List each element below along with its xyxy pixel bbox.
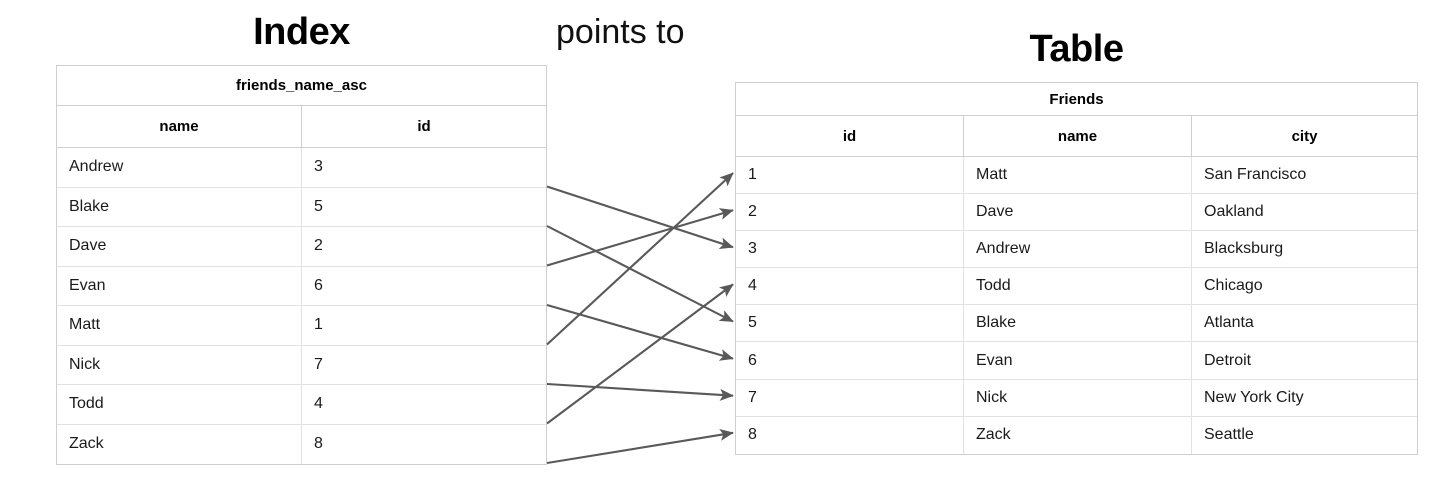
index-row: Blake 5 [57, 187, 546, 227]
friends-cell-city: Seattle [1204, 426, 1254, 444]
index-cell-id: 2 [314, 237, 323, 255]
friends-cell-city: Blacksburg [1204, 240, 1284, 258]
index-row: Dave 2 [57, 227, 546, 267]
friends-cell-name: Zack [964, 416, 1192, 454]
index-cell-id: 1 [314, 316, 323, 334]
friends-cell-id: 1 [736, 157, 964, 194]
friends-caption-text: Friends [1049, 90, 1104, 108]
index-row: Nick 7 [57, 345, 546, 385]
table-heading: Table [1029, 28, 1124, 70]
index-cell-name: Matt [57, 306, 302, 345]
friends-cell-name: Blake [964, 305, 1192, 342]
index-header-id: id [417, 118, 431, 135]
friends-cell-name: Andrew [964, 231, 1192, 268]
index-header-name: name [57, 106, 302, 147]
friends-cell-city: San Francisco [1204, 166, 1307, 184]
pointer-arrow-matt [546, 172, 734, 346]
friends-header-row: id name city [736, 116, 1417, 157]
friends-header-name: name [964, 116, 1192, 156]
friends-cell-city: Oakland [1204, 203, 1264, 221]
index-row: Zack 8 [57, 424, 546, 464]
pointer-arrow-dave [546, 208, 734, 267]
index-row: Matt 1 [57, 306, 546, 346]
index-caption-text: friends_name_asc [236, 77, 367, 94]
index-cell-name: Dave [57, 227, 302, 266]
index-cell-name: Todd [57, 385, 302, 424]
index-header-row: name id [57, 106, 546, 148]
index-cell-id: 8 [314, 435, 323, 453]
friends-cell-id: 6 [736, 342, 964, 379]
friends-cell-city: Atlanta [1204, 314, 1254, 332]
index-row: Andrew 3 [57, 148, 546, 188]
index-cell-name: Blake [57, 187, 302, 226]
friends-cell-city: Detroit [1204, 351, 1252, 369]
friends-cell-name: Dave [964, 194, 1192, 231]
index-cell-id: 7 [314, 355, 323, 373]
friends-cell-name: Matt [964, 157, 1192, 194]
points-to-label: points to [556, 13, 685, 51]
friends-cell-city: Chicago [1204, 277, 1263, 295]
pointer-arrow-blake [546, 225, 734, 323]
pointer-arrow-zack [546, 428, 734, 465]
pointer-arrow-nick [546, 382, 734, 401]
index-cell-id: 4 [314, 395, 323, 413]
index-row: Todd 4 [57, 385, 546, 425]
index-cell-name: Evan [57, 266, 302, 305]
friends-caption-row: Friends [736, 83, 1417, 116]
index-cell-name: Nick [57, 345, 302, 384]
index-cell-name: Zack [57, 424, 302, 464]
index-cell-id: 5 [314, 197, 323, 215]
friends-cell-id: 5 [736, 305, 964, 342]
pointer-arrow-evan [546, 303, 734, 361]
index-caption-row: friends_name_asc [57, 66, 546, 106]
friends-header-city: city [1291, 127, 1318, 145]
friends-header-id: id [736, 116, 964, 156]
index-heading: Index [253, 11, 350, 53]
friends-cell-id: 4 [736, 268, 964, 305]
index-cell-name: Andrew [57, 148, 302, 187]
friends-cell-id: 7 [736, 379, 964, 416]
pointer-arrows [546, 172, 734, 465]
friends-cell-name: Todd [964, 268, 1192, 305]
index-cell-id: 6 [314, 276, 323, 294]
friends-cell-id: 2 [736, 194, 964, 231]
friends-cell-id: 3 [736, 231, 964, 268]
index-cell-id: 3 [314, 158, 323, 176]
friends-cell-name: Evan [964, 342, 1192, 379]
pointer-arrow-andrew [546, 185, 734, 249]
friends-cell-name: Nick [964, 379, 1192, 416]
friends-cell-city: New York City [1204, 388, 1304, 406]
index-row: Evan 6 [57, 266, 546, 306]
friends-cell-id: 8 [736, 416, 964, 454]
pointer-arrow-todd [546, 283, 734, 425]
